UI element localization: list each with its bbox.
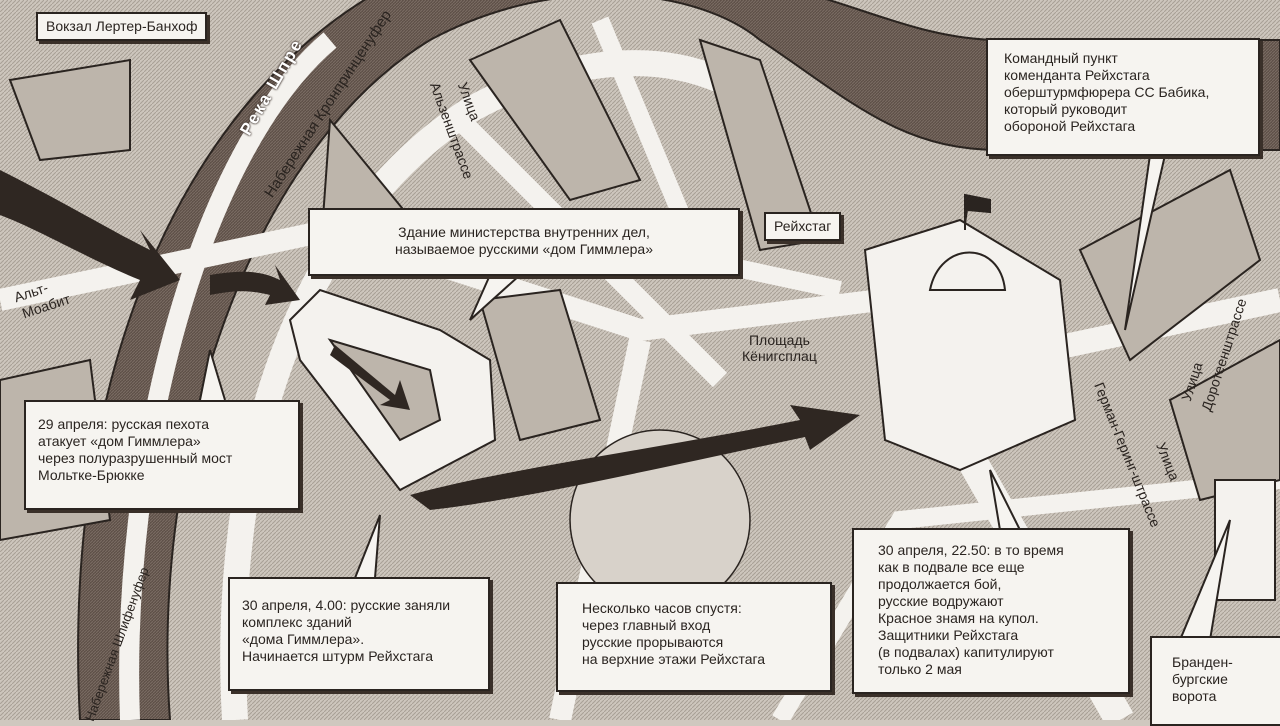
callout-line: комплекс зданий [242,614,352,630]
attack-arrows [0,170,860,510]
callout-command-post: Командный пункт коменданта Рейхстага обе… [986,38,1260,156]
callout-line: Командный пункт [1004,50,1118,66]
label-brandenburg: Бранден- бургские ворота [1150,636,1280,726]
callout-pointers [199,154,1231,641]
callout-line: продолжается бой, [878,576,1002,592]
callout-april30-2250: 30 апреля, 22.50: в то время как в подва… [852,528,1130,694]
callout-line: называемое русскими «дом Гиммлера» [395,241,653,257]
callout-line: русские водружают [878,593,1004,609]
koenigsplatz-line: Площадь [748,332,810,348]
koenigsplatz-line: Кёнигсплац [742,348,817,364]
station-label: Вокзал Лертер-Банхоф [46,18,198,34]
callout-line: Здание министерства внутренних дел, [398,224,650,240]
callout-line: Начинается штурм Рейхстага [242,648,434,664]
callout-line: «дома Гиммлера». [242,631,365,647]
callout-line: оберштурмфюрера СС Бабика, [1004,84,1210,100]
callout-line: атакует «дом Гиммлера» [38,433,201,449]
callout-line: только 2 мая [878,661,962,677]
callout-april30-0400: 30 апреля, 4.00: русские заняли комплекс… [228,577,490,691]
callout-line: через главный вход [582,617,711,633]
callout-line: через полуразрушенный мост [38,450,233,466]
brandenburg-line: ворота [1172,688,1217,704]
label-reichstag: Рейхстаг [764,212,842,241]
callout-line: Красное знамя на купол. [878,610,1039,626]
callout-line: Защитники Рейхстага [878,627,1019,643]
callout-line: как в подвале все еще [878,559,1025,575]
callout-line: обороной Рейхстага [1004,118,1136,134]
callout-line: Мольтке-Брюкке [38,467,145,483]
callout-ministry: Здание министерства внутренних дел, назы… [308,208,740,276]
callout-line: 29 апреля: русская пехота [38,416,210,432]
label-station: Вокзал Лертер-Банхоф [36,12,208,41]
callout-line: 30 апреля, 22.50: в то время [878,542,1064,558]
callout-line: 30 апреля, 4.00: русские заняли [242,597,451,613]
reichstag-label: Рейхстаг [774,218,832,234]
callout-line: на верхние этажи Рейхстага [582,651,766,667]
reichstag-building [863,193,1077,472]
callout-april29: 29 апреля: русская пехота атакует «дом Г… [24,400,300,510]
brandenburg-line: бургские [1172,671,1228,687]
callout-line: который руководит [1004,101,1128,117]
callout-line: Несколько часов спустя: [582,600,742,616]
label-koenigsplatz: Площадь Кёнигсплац [742,332,817,364]
callout-hours-later: Несколько часов спустя: через главный вх… [556,582,832,692]
callout-line: коменданта Рейхстага [1004,67,1150,83]
callout-line: (в подвалах) капитулируют [878,644,1054,660]
callout-line: русские прорываются [582,634,724,650]
brandenburg-line: Бранден- [1172,654,1233,670]
